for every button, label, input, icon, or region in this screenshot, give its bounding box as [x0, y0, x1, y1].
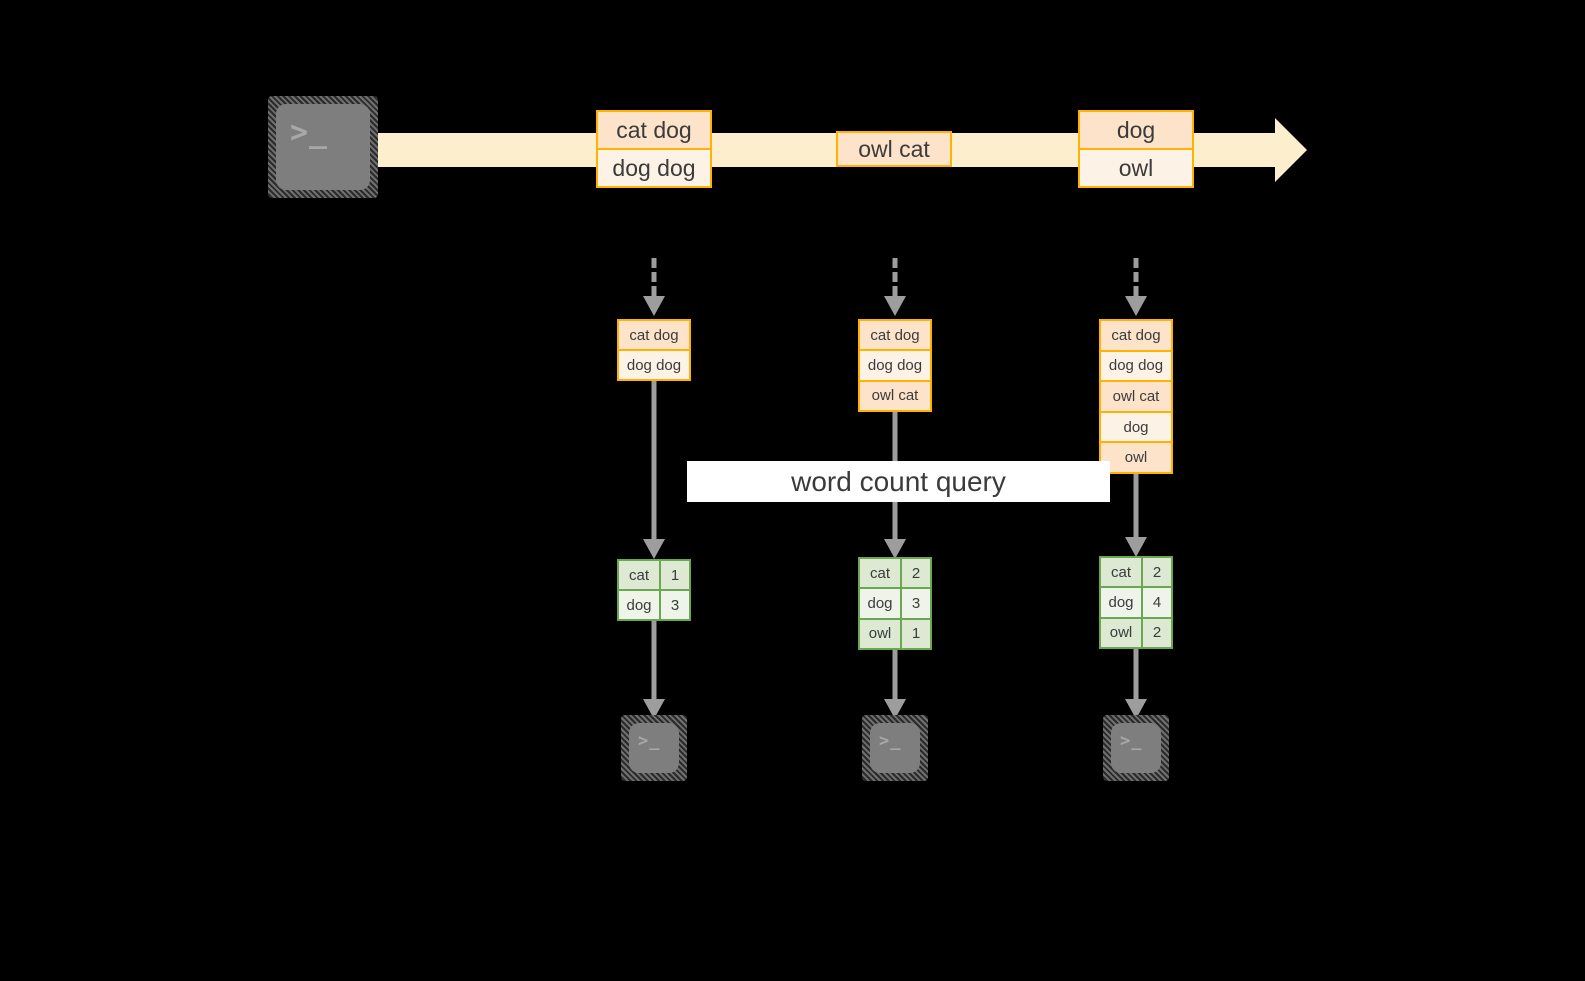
result-word: dog [619, 591, 661, 619]
snapshot-3-query-arrow [1123, 474, 1149, 557]
result-count: 2 [1143, 558, 1171, 587]
snapshot-3-consumer-terminal-icon[interactable]: >_ [1103, 715, 1169, 781]
result-row: dog 3 [860, 589, 930, 620]
snapshot-1-accumulated-records: cat dog dog dog [617, 319, 691, 381]
terminal-prompt-glyph: >_ [290, 115, 329, 150]
stream-batch-row: dog [1080, 112, 1192, 150]
producer-terminal-icon[interactable]: >_ [268, 96, 378, 198]
result-word: owl [1101, 618, 1143, 647]
result-row: dog 4 [1101, 588, 1171, 619]
result-word: cat [619, 561, 661, 589]
result-count: 3 [902, 589, 930, 618]
stream-batch-row: cat dog [598, 112, 710, 150]
result-word: dog [860, 589, 902, 618]
snapshot-3-output-arrow [1123, 649, 1149, 719]
result-row: cat 1 [619, 561, 689, 591]
result-row: cat 2 [1101, 558, 1171, 589]
query-label-text: word count query [791, 465, 1006, 497]
snapshot-3-accumulated-records: cat dog dog dog owl cat dog owl [1099, 319, 1173, 474]
snapshot-1-consumer-terminal-icon[interactable]: >_ [621, 715, 687, 781]
terminal-prompt-glyph: >_ [1120, 731, 1143, 751]
stream-batch-3: dog owl [1078, 110, 1194, 188]
snapshot-2-accumulated-records: cat dog dog dog owl cat [858, 319, 932, 412]
accumulated-record-row: owl cat [1101, 382, 1171, 413]
accumulated-record-row: cat dog [1101, 321, 1171, 352]
snapshot-2-output-arrow [882, 650, 908, 719]
accumulated-record-row: dog dog [619, 351, 689, 379]
accumulated-record-row: owl cat [860, 381, 930, 410]
result-word: cat [860, 559, 902, 588]
result-count: 2 [1143, 618, 1171, 647]
result-row: owl 1 [860, 619, 930, 648]
accumulated-record-row: dog dog [1101, 351, 1171, 383]
result-word: dog [1101, 588, 1143, 617]
snapshot-1-ingest-arrow [641, 258, 667, 316]
result-row: cat 2 [860, 559, 930, 590]
stream-batch-row: owl [1080, 150, 1192, 186]
accumulated-record-row: cat dog [619, 321, 689, 351]
accumulated-record-row: owl [1101, 443, 1171, 472]
result-row: owl 2 [1101, 618, 1171, 647]
result-count: 1 [661, 561, 689, 589]
snapshot-2-result-table: cat 2 dog 3 owl 1 [858, 557, 932, 650]
result-word: owl [860, 619, 902, 648]
snapshot-1-output-arrow [641, 621, 667, 719]
snapshot-2-ingest-arrow [882, 258, 908, 316]
snapshot-1-query-arrow [641, 381, 667, 559]
query-label-band: word count query [687, 461, 1110, 502]
snapshot-1-result-table: cat 1 dog 3 [617, 559, 691, 621]
result-count: 2 [902, 559, 930, 588]
result-count: 1 [902, 619, 930, 648]
accumulated-record-row: cat dog [860, 321, 930, 352]
result-row: dog 3 [619, 591, 689, 619]
stream-batch-row: dog dog [598, 150, 710, 186]
consumer-terminal-body: >_ [629, 723, 679, 773]
result-word: cat [1101, 558, 1143, 587]
producer-terminal-body: >_ [276, 104, 370, 190]
accumulated-record-row: dog [1101, 412, 1171, 444]
consumer-terminal-body: >_ [1111, 723, 1161, 773]
stream-batch-row: owl cat [838, 133, 950, 165]
stream-batch-2: owl cat [836, 131, 952, 167]
accumulated-record-row: dog dog [860, 351, 930, 382]
terminal-prompt-glyph: >_ [879, 731, 902, 751]
snapshot-2-consumer-terminal-icon[interactable]: >_ [862, 715, 928, 781]
terminal-prompt-glyph: >_ [638, 731, 661, 751]
snapshot-3-result-table: cat 2 dog 4 owl 2 [1099, 556, 1173, 649]
stream-batch-1: cat dog dog dog [596, 110, 712, 188]
consumer-terminal-body: >_ [870, 723, 920, 773]
result-count: 3 [661, 591, 689, 619]
result-count: 4 [1143, 588, 1171, 617]
snapshot-3-ingest-arrow [1123, 258, 1149, 316]
stream-band-arrowhead [1275, 118, 1307, 182]
